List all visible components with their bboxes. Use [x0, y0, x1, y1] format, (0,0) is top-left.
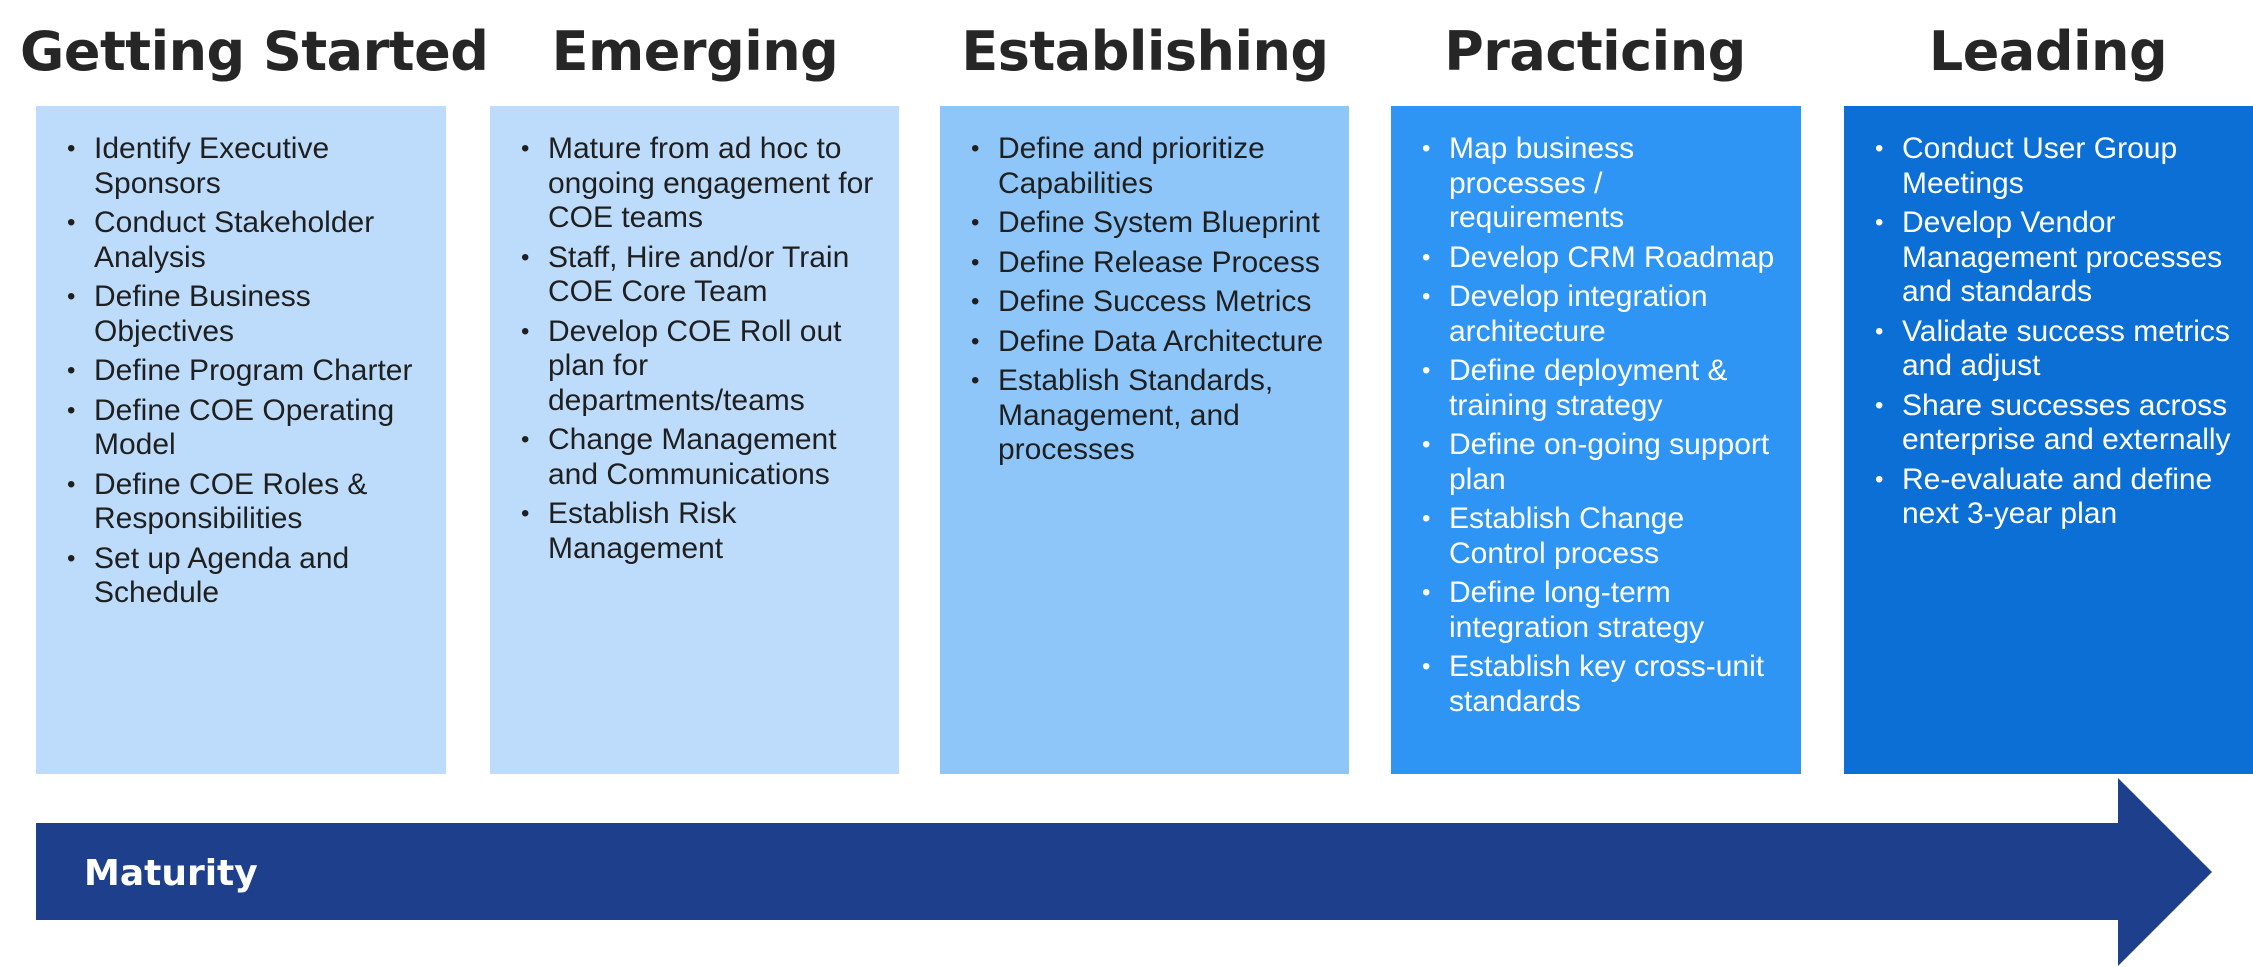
- stage-item: Define System Blueprint: [971, 206, 1327, 241]
- stage-item: Define on-going support plan: [1422, 428, 1779, 497]
- stage-item: Mature from ad hoc to ongoing engagement…: [521, 132, 877, 236]
- stage-box-practicing: Map business processes / requirements De…: [1391, 106, 1801, 774]
- stage-item: Conduct User Group Meetings: [1875, 132, 2231, 201]
- stage-item: Map business processes / requirements: [1422, 132, 1779, 236]
- stage-item: Define Release Process: [971, 246, 1327, 281]
- stage-item: Change Management and Communications: [521, 423, 877, 492]
- stage-item: Define Business Objectives: [67, 280, 424, 349]
- stage-item: Define long-term integration strategy: [1422, 576, 1779, 645]
- stage-item-list: Map business processes / requirements De…: [1413, 132, 1779, 719]
- stage-item-list: Define and prioritize Capabilities Defin…: [962, 132, 1327, 468]
- stage-item: Define COE Operating Model: [67, 394, 424, 463]
- stage-item: Develop integration architecture: [1422, 280, 1779, 349]
- stage-item: Develop COE Roll out plan for department…: [521, 315, 877, 419]
- stage-item: Share successes across enterprise and ex…: [1875, 389, 2231, 458]
- stage-box-emerging: Mature from ad hoc to ongoing engagement…: [490, 106, 899, 774]
- stage-item-list: Conduct User Group Meetings Develop Vend…: [1866, 132, 2231, 532]
- stage-item-list: Mature from ad hoc to ongoing engagement…: [512, 132, 877, 566]
- stage-title-establishing: Establishing: [961, 20, 1329, 83]
- stage-item: Establish Risk Management: [521, 497, 877, 566]
- stage-item: Identify Executive Sponsors: [67, 132, 424, 201]
- stage-item: Establish Change Control process: [1422, 502, 1779, 571]
- stage-box-leading: Conduct User Group Meetings Develop Vend…: [1844, 106, 2253, 774]
- stage-item: Set up Agenda and Schedule: [67, 542, 424, 611]
- stage-item: Establish key cross-unit standards: [1422, 650, 1779, 719]
- stage-item: Establish Standards, Management, and pro…: [971, 364, 1327, 468]
- stage-item: Define Success Metrics: [971, 285, 1327, 320]
- stage-item: Define COE Roles & Responsibilities: [67, 468, 424, 537]
- stage-title-getting-started: Getting Started: [20, 20, 489, 83]
- stage-title-leading: Leading: [1928, 20, 2168, 83]
- stage-item: Define and prioritize Capabilities: [971, 132, 1327, 201]
- maturity-arrow-shape: [36, 778, 2212, 966]
- stage-box-establishing: Define and prioritize Capabilities Defin…: [940, 106, 1349, 774]
- stage-item: Staff, Hire and/or Train COE Core Team: [521, 241, 877, 310]
- stage-item: Develop Vendor Management processes and …: [1875, 206, 2231, 310]
- stage-item: Define Data Architecture: [971, 325, 1327, 360]
- maturity-label: Maturity: [84, 853, 258, 894]
- stage-item-list: Identify Executive Sponsors Conduct Stak…: [58, 132, 424, 611]
- stage-item: Develop CRM Roadmap: [1422, 241, 1779, 276]
- stage-item: Conduct Stakeholder Analysis: [67, 206, 424, 275]
- stage-item: Define Program Charter: [67, 354, 424, 389]
- stage-item: Define deployment & training strategy: [1422, 354, 1779, 423]
- stage-box-getting-started: Identify Executive Sponsors Conduct Stak…: [36, 106, 446, 774]
- stage-item: Re-evaluate and define next 3-year plan: [1875, 463, 2231, 532]
- stage-title-emerging: Emerging: [551, 20, 839, 83]
- stage-title-practicing: Practicing: [1444, 20, 1746, 83]
- stage-item: Validate success metrics and adjust: [1875, 315, 2231, 384]
